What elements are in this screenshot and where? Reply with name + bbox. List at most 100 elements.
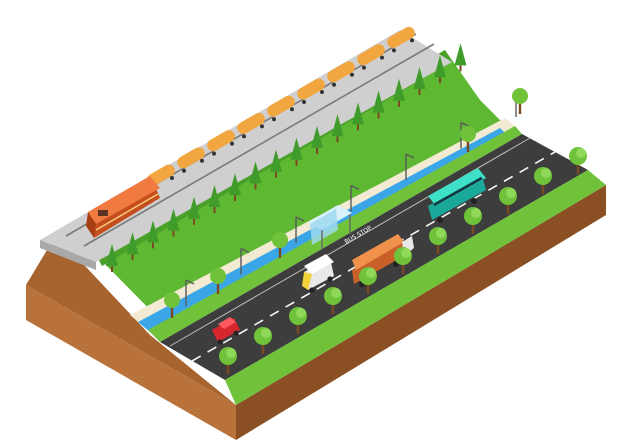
pine-tree — [188, 196, 200, 225]
tree-crown — [460, 126, 476, 142]
soil-front-face — [26, 285, 236, 440]
tank-car-body — [327, 61, 355, 83]
pine-tree — [229, 173, 241, 202]
ground-block — [26, 185, 606, 440]
pine-tree — [454, 43, 467, 72]
tree-trunk — [278, 246, 282, 258]
pine-crown — [290, 137, 303, 160]
pine-trunk — [111, 266, 113, 272]
tree-trunk — [436, 242, 440, 254]
tank-car-body — [297, 78, 325, 100]
pine-tree — [393, 78, 405, 107]
car-wheel — [233, 330, 239, 336]
round-tree — [499, 187, 517, 214]
tank-car-wheel — [410, 38, 414, 43]
bus-stop — [308, 205, 352, 250]
round-tree — [272, 232, 288, 258]
pine-crown — [270, 149, 282, 172]
tank-cars — [147, 26, 415, 190]
pine-crown — [454, 43, 467, 66]
tank-car-body — [237, 112, 265, 134]
van-top — [304, 254, 334, 274]
tree-highlight — [261, 328, 271, 338]
pine-tree — [372, 90, 385, 119]
tree-trunk — [366, 282, 370, 294]
pine-crown — [311, 126, 323, 148]
bus-stop-wall — [310, 209, 338, 245]
round-tree — [464, 207, 482, 234]
tank-car-wheel — [260, 124, 264, 129]
bus-wheel — [471, 198, 477, 204]
lamp-arm — [240, 247, 250, 254]
round-tree — [512, 88, 528, 114]
round-tree — [429, 227, 447, 254]
tank-car — [327, 61, 355, 87]
lower-grass-strip — [148, 126, 522, 342]
tree-crown — [272, 232, 288, 248]
tank-car-wheel — [362, 65, 366, 70]
pine-trunk — [172, 230, 175, 237]
lamp-arm — [350, 184, 360, 191]
tank-car-body — [177, 147, 205, 169]
pine-trunk — [295, 159, 298, 166]
tree-trunk — [226, 362, 230, 374]
tree-trunk — [471, 222, 475, 234]
round-tree — [569, 147, 587, 174]
tank-car-wheel — [380, 55, 384, 60]
pine-tree — [208, 185, 221, 213]
tank-car-wheel — [212, 151, 216, 156]
locomotive — [86, 176, 160, 238]
pine-trunk — [152, 242, 154, 249]
pine-trunk — [193, 218, 195, 225]
tree-highlight — [506, 188, 516, 198]
tank-car — [297, 78, 325, 104]
tank-car-wheel — [302, 100, 306, 104]
tree-trunk — [401, 262, 405, 274]
delivery-van — [302, 254, 334, 293]
pine-trunk — [398, 100, 400, 107]
tree-highlight — [226, 348, 236, 358]
tank-car — [267, 95, 295, 122]
pine-trunk — [316, 148, 318, 154]
tree-trunk — [541, 182, 545, 194]
van-wheel — [327, 276, 333, 282]
tank-car-wheel — [200, 158, 204, 163]
tank-car-wheel — [332, 82, 336, 87]
pine-trunk — [418, 89, 421, 95]
pine-trunk — [254, 183, 257, 190]
street-lamp — [240, 247, 250, 275]
pine-trunk — [459, 65, 462, 72]
tank-car — [177, 147, 205, 173]
tank-car-wheel — [230, 141, 234, 146]
pine-tree — [290, 137, 303, 166]
pine-trunk — [336, 136, 339, 143]
pine-tree — [434, 55, 446, 84]
truck-cargo-top — [352, 234, 404, 270]
tree-trunk — [216, 282, 220, 294]
tank-car — [357, 44, 385, 70]
lamp-arm — [460, 121, 470, 128]
tree-crown — [512, 88, 528, 104]
tank-car-wheel — [350, 72, 354, 77]
locomotive-front — [86, 212, 96, 238]
round-tree — [324, 287, 342, 314]
pine-crown — [188, 196, 200, 219]
round-tree — [394, 247, 412, 274]
soil-right-face — [236, 185, 606, 440]
street-lamp — [295, 216, 305, 243]
pine-trunk — [357, 124, 359, 131]
pine-tree — [147, 220, 159, 249]
pine-crown — [352, 102, 364, 125]
locomotive-window — [98, 210, 108, 216]
pine-crown — [249, 161, 262, 184]
tree-highlight — [296, 308, 306, 318]
tank-car — [237, 112, 265, 139]
tree-highlight — [366, 268, 376, 278]
tank-car-wheel — [392, 48, 396, 53]
tank-car-wheel — [320, 90, 324, 94]
tank-car — [207, 130, 235, 156]
grass-slope — [96, 50, 505, 330]
lamp-arm — [295, 216, 305, 222]
pine-tree — [126, 232, 139, 261]
